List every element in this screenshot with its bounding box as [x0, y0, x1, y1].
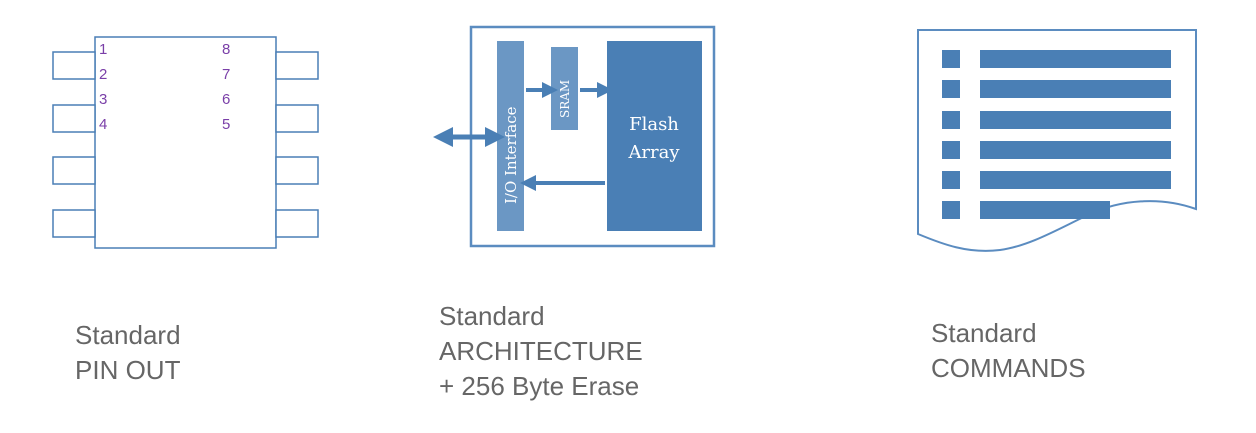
pin-number: 4 — [99, 116, 107, 133]
pin-number: 1 — [99, 41, 107, 58]
commands-caption: Standard COMMANDS — [931, 316, 1086, 386]
caption-line: Standard — [75, 320, 181, 350]
bullet-icon — [942, 80, 960, 98]
flash-array-block — [607, 41, 702, 231]
command-line — [980, 50, 1171, 68]
architecture-caption: Standard ARCHITECTURE + 256 Byte Erase — [439, 299, 643, 404]
command-line — [980, 201, 1110, 219]
caption-line: COMMANDS — [931, 353, 1086, 383]
pin-right-2 — [275, 104, 319, 133]
command-line — [980, 111, 1171, 129]
pin-right-4 — [275, 209, 319, 238]
caption-line: Standard — [439, 301, 545, 331]
pin-number: 3 — [99, 91, 107, 108]
pin-left-4 — [52, 209, 96, 238]
sram-label: SRAM — [558, 80, 572, 118]
pin-right-3 — [275, 156, 319, 185]
pin-number: 6 — [222, 91, 230, 108]
bullet-icon — [942, 171, 960, 189]
pin-number: 7 — [222, 66, 230, 83]
command-line — [980, 141, 1171, 159]
pin-number: 8 — [222, 41, 230, 58]
pin-number: 2 — [99, 66, 107, 83]
pin-left-1 — [52, 51, 96, 80]
bullet-icon — [942, 201, 960, 219]
pin-left-3 — [52, 156, 96, 185]
pin-left-2 — [52, 104, 96, 133]
bullet-icon — [942, 50, 960, 68]
pin-number: 5 — [222, 116, 230, 133]
flash-label: Flash — [629, 114, 679, 135]
array-label: Array — [627, 142, 680, 163]
pin-right-1 — [275, 51, 319, 80]
bullet-icon — [942, 141, 960, 159]
caption-line: Standard — [931, 318, 1037, 348]
bullet-icon — [942, 111, 960, 129]
io-interface-label: I/O Interface — [502, 106, 520, 204]
chip-body — [94, 36, 277, 249]
pinout-caption: Standard PIN OUT — [75, 318, 181, 388]
caption-line: ARCHITECTURE — [439, 336, 643, 366]
command-line — [980, 80, 1171, 98]
caption-line: + 256 Byte Erase — [439, 371, 640, 401]
caption-line: PIN OUT — [75, 355, 181, 385]
command-line — [980, 171, 1171, 189]
